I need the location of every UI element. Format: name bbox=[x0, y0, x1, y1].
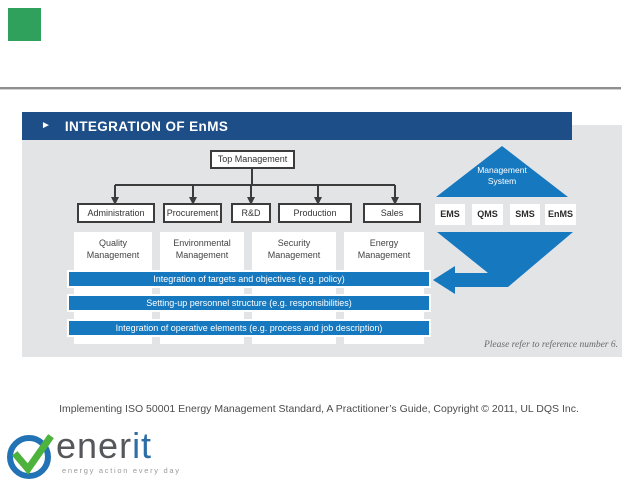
integration-bar-targets: Integration of targets and objectives (e… bbox=[67, 270, 431, 288]
citation-text: Implementing ISO 50001 Energy Management… bbox=[59, 403, 579, 415]
logo-tagline: energy action every day bbox=[62, 466, 181, 475]
funnel-left-arrow-icon bbox=[433, 232, 573, 294]
integration-bar-operative: Integration of operative elements (e.g. … bbox=[67, 319, 431, 337]
logo-wordmark: enerit bbox=[56, 426, 152, 466]
corner-accent-square bbox=[8, 8, 41, 41]
slide-canvas: Top Management Administration Procuremen… bbox=[22, 125, 622, 357]
dept-box-procurement: Procurement bbox=[163, 203, 222, 223]
system-box-enms: EnMS bbox=[545, 204, 576, 225]
logo-wordmark-gray: ener bbox=[56, 425, 133, 466]
system-box-sms: SMS bbox=[510, 204, 540, 225]
top-management-box: Top Management bbox=[210, 150, 295, 169]
org-connector-lines-icon bbox=[111, 169, 399, 205]
system-box-qms: QMS bbox=[472, 204, 503, 225]
management-system-label: Management System bbox=[477, 165, 527, 186]
dept-box-rnd: R&D bbox=[231, 203, 271, 223]
page-divider-line bbox=[0, 87, 621, 89]
dept-box-sales: Sales bbox=[363, 203, 421, 223]
bullet-arrow-icon: ► bbox=[41, 120, 51, 131]
slide-header: ► INTEGRATION OF EnMS bbox=[22, 112, 572, 140]
system-box-ems: EMS bbox=[435, 204, 465, 225]
slide-title: INTEGRATION OF EnMS bbox=[64, 118, 229, 134]
integration-bar-personnel: Setting-up personnel structure (e.g. res… bbox=[67, 294, 431, 312]
reference-footnote: Please refer to reference number 6. bbox=[483, 340, 618, 350]
management-system-triangle-icon bbox=[436, 146, 568, 197]
logo-check-circle-icon bbox=[7, 434, 54, 479]
enerit-logo: enerit energy action every day bbox=[5, 426, 235, 479]
dept-box-administration: Administration bbox=[77, 203, 155, 223]
dept-box-production: Production bbox=[278, 203, 352, 223]
logo-wordmark-accent: it bbox=[132, 425, 153, 466]
